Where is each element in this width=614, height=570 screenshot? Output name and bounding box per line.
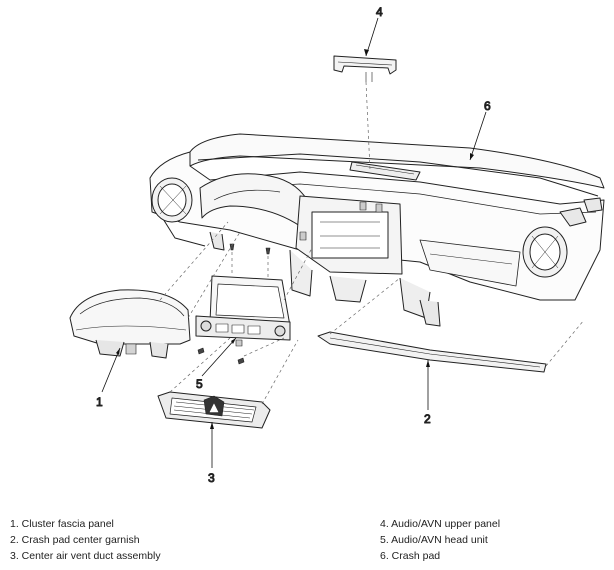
parts-legend-left: 1. Cluster fascia panel 2. Crash pad cen…	[10, 516, 161, 564]
legend-item-6: 6. Crash pad	[380, 550, 441, 562]
callout-1: 1	[96, 395, 103, 409]
center-air-vent-duct-assembly	[157, 391, 271, 429]
legend-item-3: 3. Center air vent duct assembly	[10, 550, 161, 562]
parts-legend-right: 4. Audio/AVN upper panel 5. Audio/AVN he…	[380, 516, 500, 564]
callout-4: 4	[376, 5, 383, 19]
callout-leaders	[101, 17, 487, 468]
crash-pad-center-garnish	[317, 331, 547, 373]
callout-2: 2	[424, 412, 431, 426]
crash-pad	[149, 133, 605, 327]
legend-item-2: 2. Crash pad center garnish	[10, 534, 140, 546]
audio-avn-upper-panel	[333, 55, 397, 82]
legend-item-4: 4. Audio/AVN upper panel	[380, 518, 501, 530]
audio-avn-head-unit	[195, 275, 291, 347]
legend-item-1: 1. Cluster fascia panel	[10, 518, 114, 530]
callout-arrowheads	[116, 49, 474, 429]
exploded-parts-diagram: 4 6 5 1 2 3	[69, 5, 605, 486]
assembly-guide-lines	[159, 81, 585, 405]
callout-6: 6	[484, 99, 491, 113]
cluster-fascia-panel	[69, 289, 191, 359]
callout-5: 5	[196, 377, 203, 391]
legend-item-5: 5. Audio/AVN head unit	[380, 534, 488, 546]
callout-3: 3	[208, 471, 215, 485]
